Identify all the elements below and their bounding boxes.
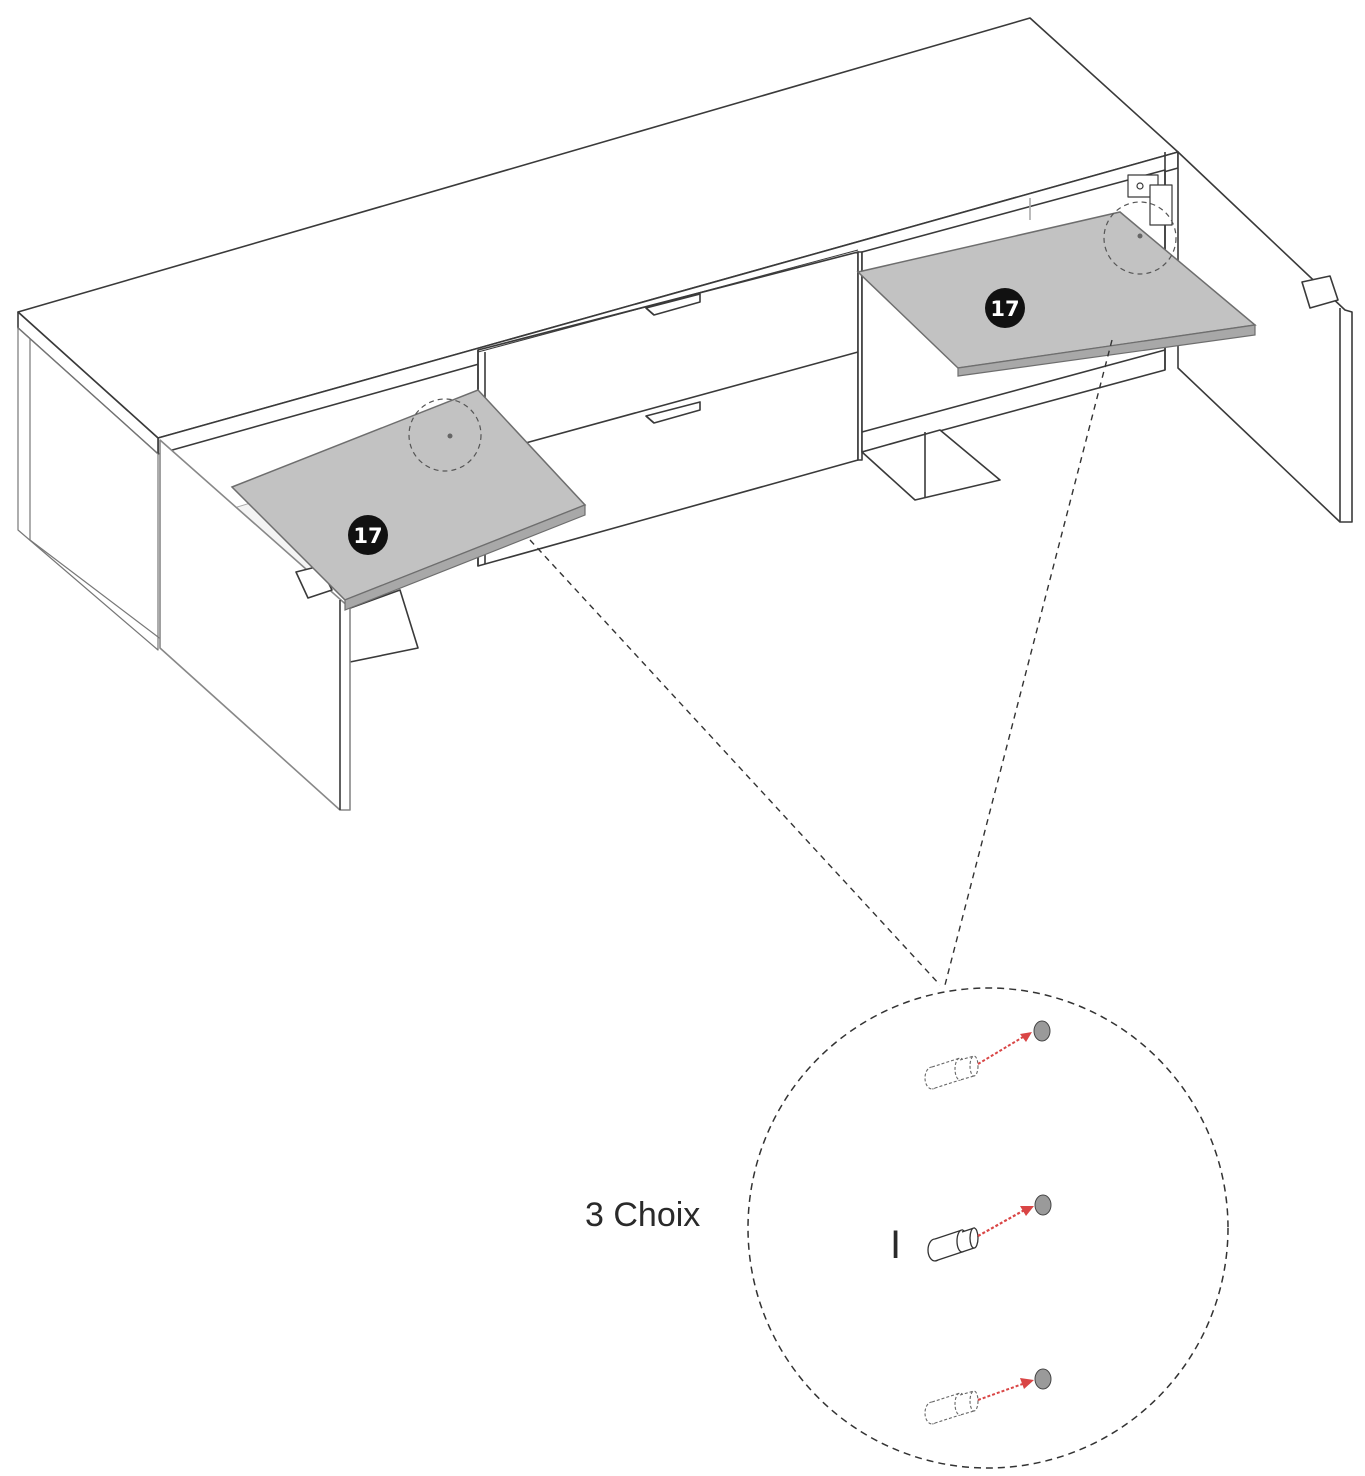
right-leg	[861, 429, 1001, 501]
tv-cabinet	[17, 17, 1353, 811]
shelf-left-peg-zoom	[408, 398, 482, 472]
selected-option-marker: I	[890, 1223, 901, 1267]
drawer-handle-upper	[645, 293, 701, 316]
shelf-pin-option-2	[927, 1194, 1052, 1262]
shelf-pin-detail: 3 Choix I	[585, 987, 1229, 1469]
shelf-left	[230, 389, 587, 611]
part-badge-right: 17	[985, 288, 1025, 328]
shelf-right-peg-zoom	[1103, 201, 1177, 275]
drawer-handle-lower	[645, 401, 701, 424]
part-badge-right-label: 17	[990, 297, 1019, 321]
shelf-right	[856, 201, 1257, 377]
part-badge-left: 17	[348, 515, 388, 555]
shelf-pin-option-1	[924, 1020, 1051, 1090]
choices-label: 3 Choix	[585, 1196, 700, 1234]
callout-leader-lines	[529, 339, 1113, 986]
right-door-open	[1177, 151, 1353, 523]
part-badge-left-label: 17	[353, 524, 382, 548]
shelf-pin-option-3	[924, 1368, 1052, 1425]
